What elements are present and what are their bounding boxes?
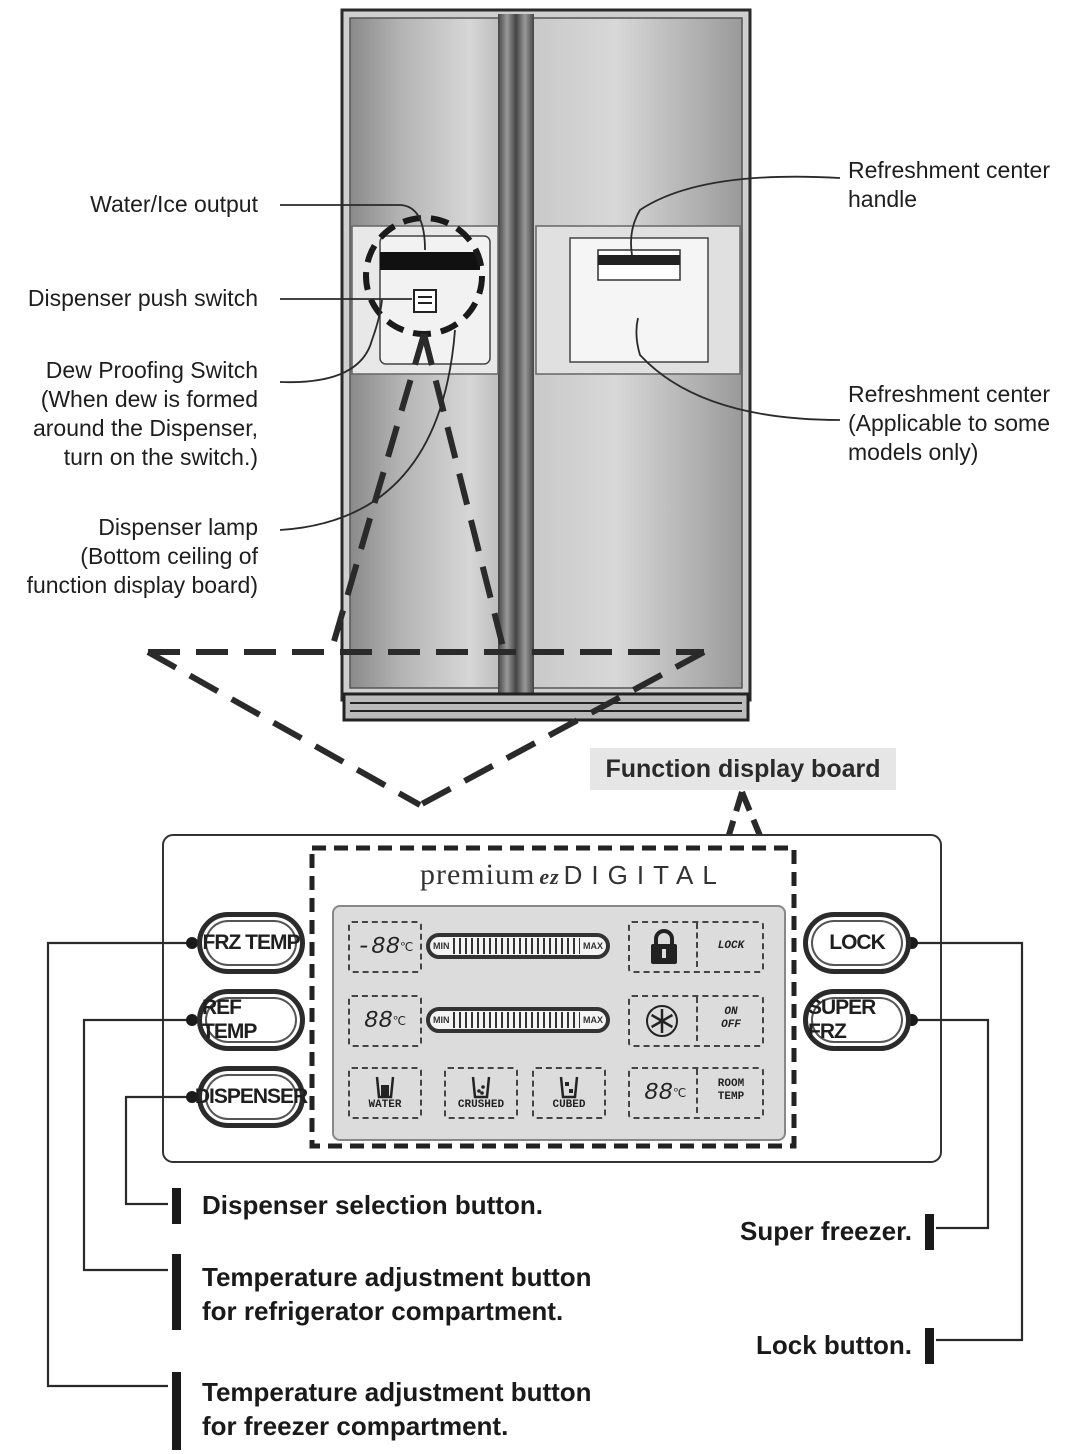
water-mode-indicator: WATER [348,1067,422,1119]
callout-frz-temp-adjust: Temperature adjustment button for freeze… [202,1377,592,1441]
door-handle-right [516,14,534,694]
super-frz-button[interactable]: SUPER FRZ [803,989,911,1051]
label-refreshment-center-handle: Refreshment center handle [848,157,1050,212]
label-dew-proofing-switch: Dew Proofing Switch (When dew is formed … [32,357,258,470]
label-water-ice-output: Water/Ice output [90,191,258,217]
water-glass-icon [375,1076,395,1098]
water-ice-output-slot [380,252,480,270]
refreshment-center-door [569,237,709,363]
frz-temp-readout: -88℃ [348,921,422,973]
super-frz-indicator: ON OFF [628,995,764,1047]
room-temp-indicator: 88℃ ROOM TEMP [628,1067,764,1119]
ref-temp-button[interactable]: REF TEMP [197,989,305,1051]
base-grille [342,692,750,722]
refrigerator [340,8,752,722]
cubed-ice-icon [559,1076,579,1098]
projection-lines [146,333,706,808]
callout-ref-temp-adjust: Temperature adjustment button for refrig… [202,1262,592,1326]
dispenser-button[interactable]: DISPENSER [195,1066,308,1128]
on-off-label: ON OFF [721,1006,741,1031]
brand-ez: ez [539,864,560,889]
brand-digital: DIGITAL [563,860,726,890]
leader-lines-top [279,175,841,531]
cubed-mode-indicator: CUBED [532,1067,606,1119]
room-temp-label: ROOM TEMP [717,1078,745,1103]
dispenser-push-switch-shape [413,289,437,313]
brand-premium: premium [420,858,536,891]
function-display-board-title: Function display board [590,748,896,790]
callout-super-freezer: Super freezer. [740,1216,912,1246]
board-dashed-frame [309,845,797,1149]
crushed-ice-icon [471,1076,491,1098]
padlock-icon [651,929,677,964]
crushed-mode-indicator: CRUSHED [444,1067,518,1119]
label-refreshment-center: Refreshment center (Applicable to some m… [848,381,1050,465]
callout-lock-button: Lock button. [756,1330,912,1360]
leader-lines-bottom [46,941,1024,1388]
label-dispenser-push-switch: Dispenser push switch [27,285,258,311]
snowflake-icon [646,1005,678,1037]
frz-temp-button[interactable]: FRZ TEMP [197,912,305,974]
ref-temp-readout: 88℃ [348,995,422,1047]
door-handle-left [498,14,516,694]
callout-dispenser-selection: Dispenser selection button. [202,1190,543,1220]
lock-indicator: LOCK [628,921,764,973]
label-dispenser-lamp: Dispenser lamp (Bottom ceiling of functi… [26,514,258,598]
lock-button[interactable]: LOCK [803,912,911,974]
lock-indicator-label: LOCK [717,940,745,952]
